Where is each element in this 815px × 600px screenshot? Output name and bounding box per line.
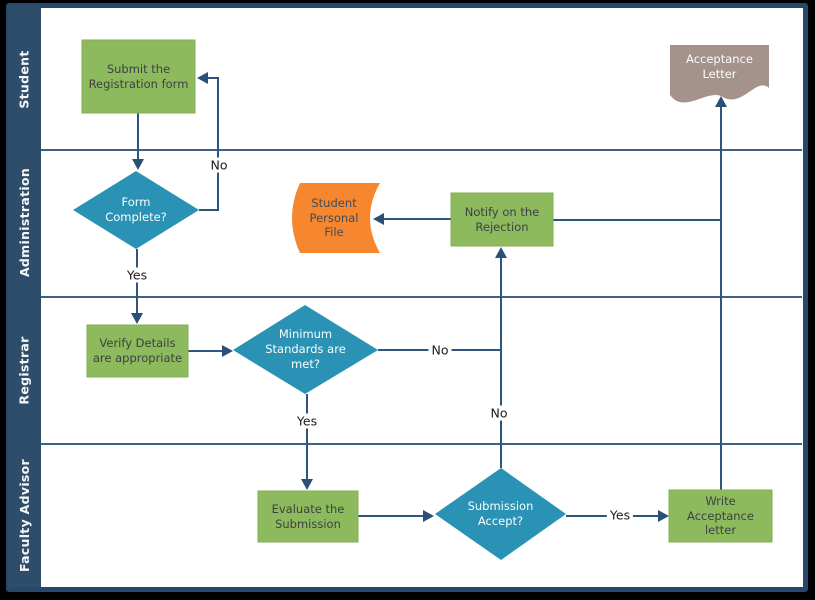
node-evaluate-submission-shape[interactable]	[257, 490, 359, 543]
connector-write-letter-to-acceptance	[715, 96, 727, 490]
connector-notify-to-student-file	[373, 213, 451, 225]
node-min-standards-decision-shape[interactable]	[233, 305, 378, 394]
lane-divider-1	[41, 149, 802, 151]
node-notify-rejection-shape[interactable]	[450, 192, 554, 247]
node-student-personal-file-shape[interactable]	[292, 183, 380, 253]
connector-evaluate-to-submission-accept	[358, 510, 434, 522]
connector-submit-to-form-complete	[132, 113, 144, 170]
lane-header-strip	[8, 5, 41, 587]
connector-form-complete-no-loop	[197, 72, 219, 211]
node-write-acceptance-letter-shape[interactable]	[668, 489, 773, 543]
lane-divider-3	[41, 443, 802, 445]
connector-min-standards-yes	[301, 394, 313, 490]
node-acceptance-letter-document-shape[interactable]	[670, 45, 769, 103]
connector-no-merge-to-notify	[495, 247, 507, 468]
node-submit-registration-shape[interactable]	[81, 39, 196, 114]
connector-submission-accept-yes	[566, 510, 669, 522]
connector-verify-to-min-standards	[188, 345, 233, 357]
node-form-complete-decision-shape[interactable]	[73, 171, 199, 249]
node-verify-details-shape[interactable]	[86, 324, 189, 378]
lane-divider-2	[41, 296, 802, 298]
connector-form-complete-yes	[131, 249, 143, 324]
node-submission-accept-decision-shape[interactable]	[435, 468, 566, 560]
